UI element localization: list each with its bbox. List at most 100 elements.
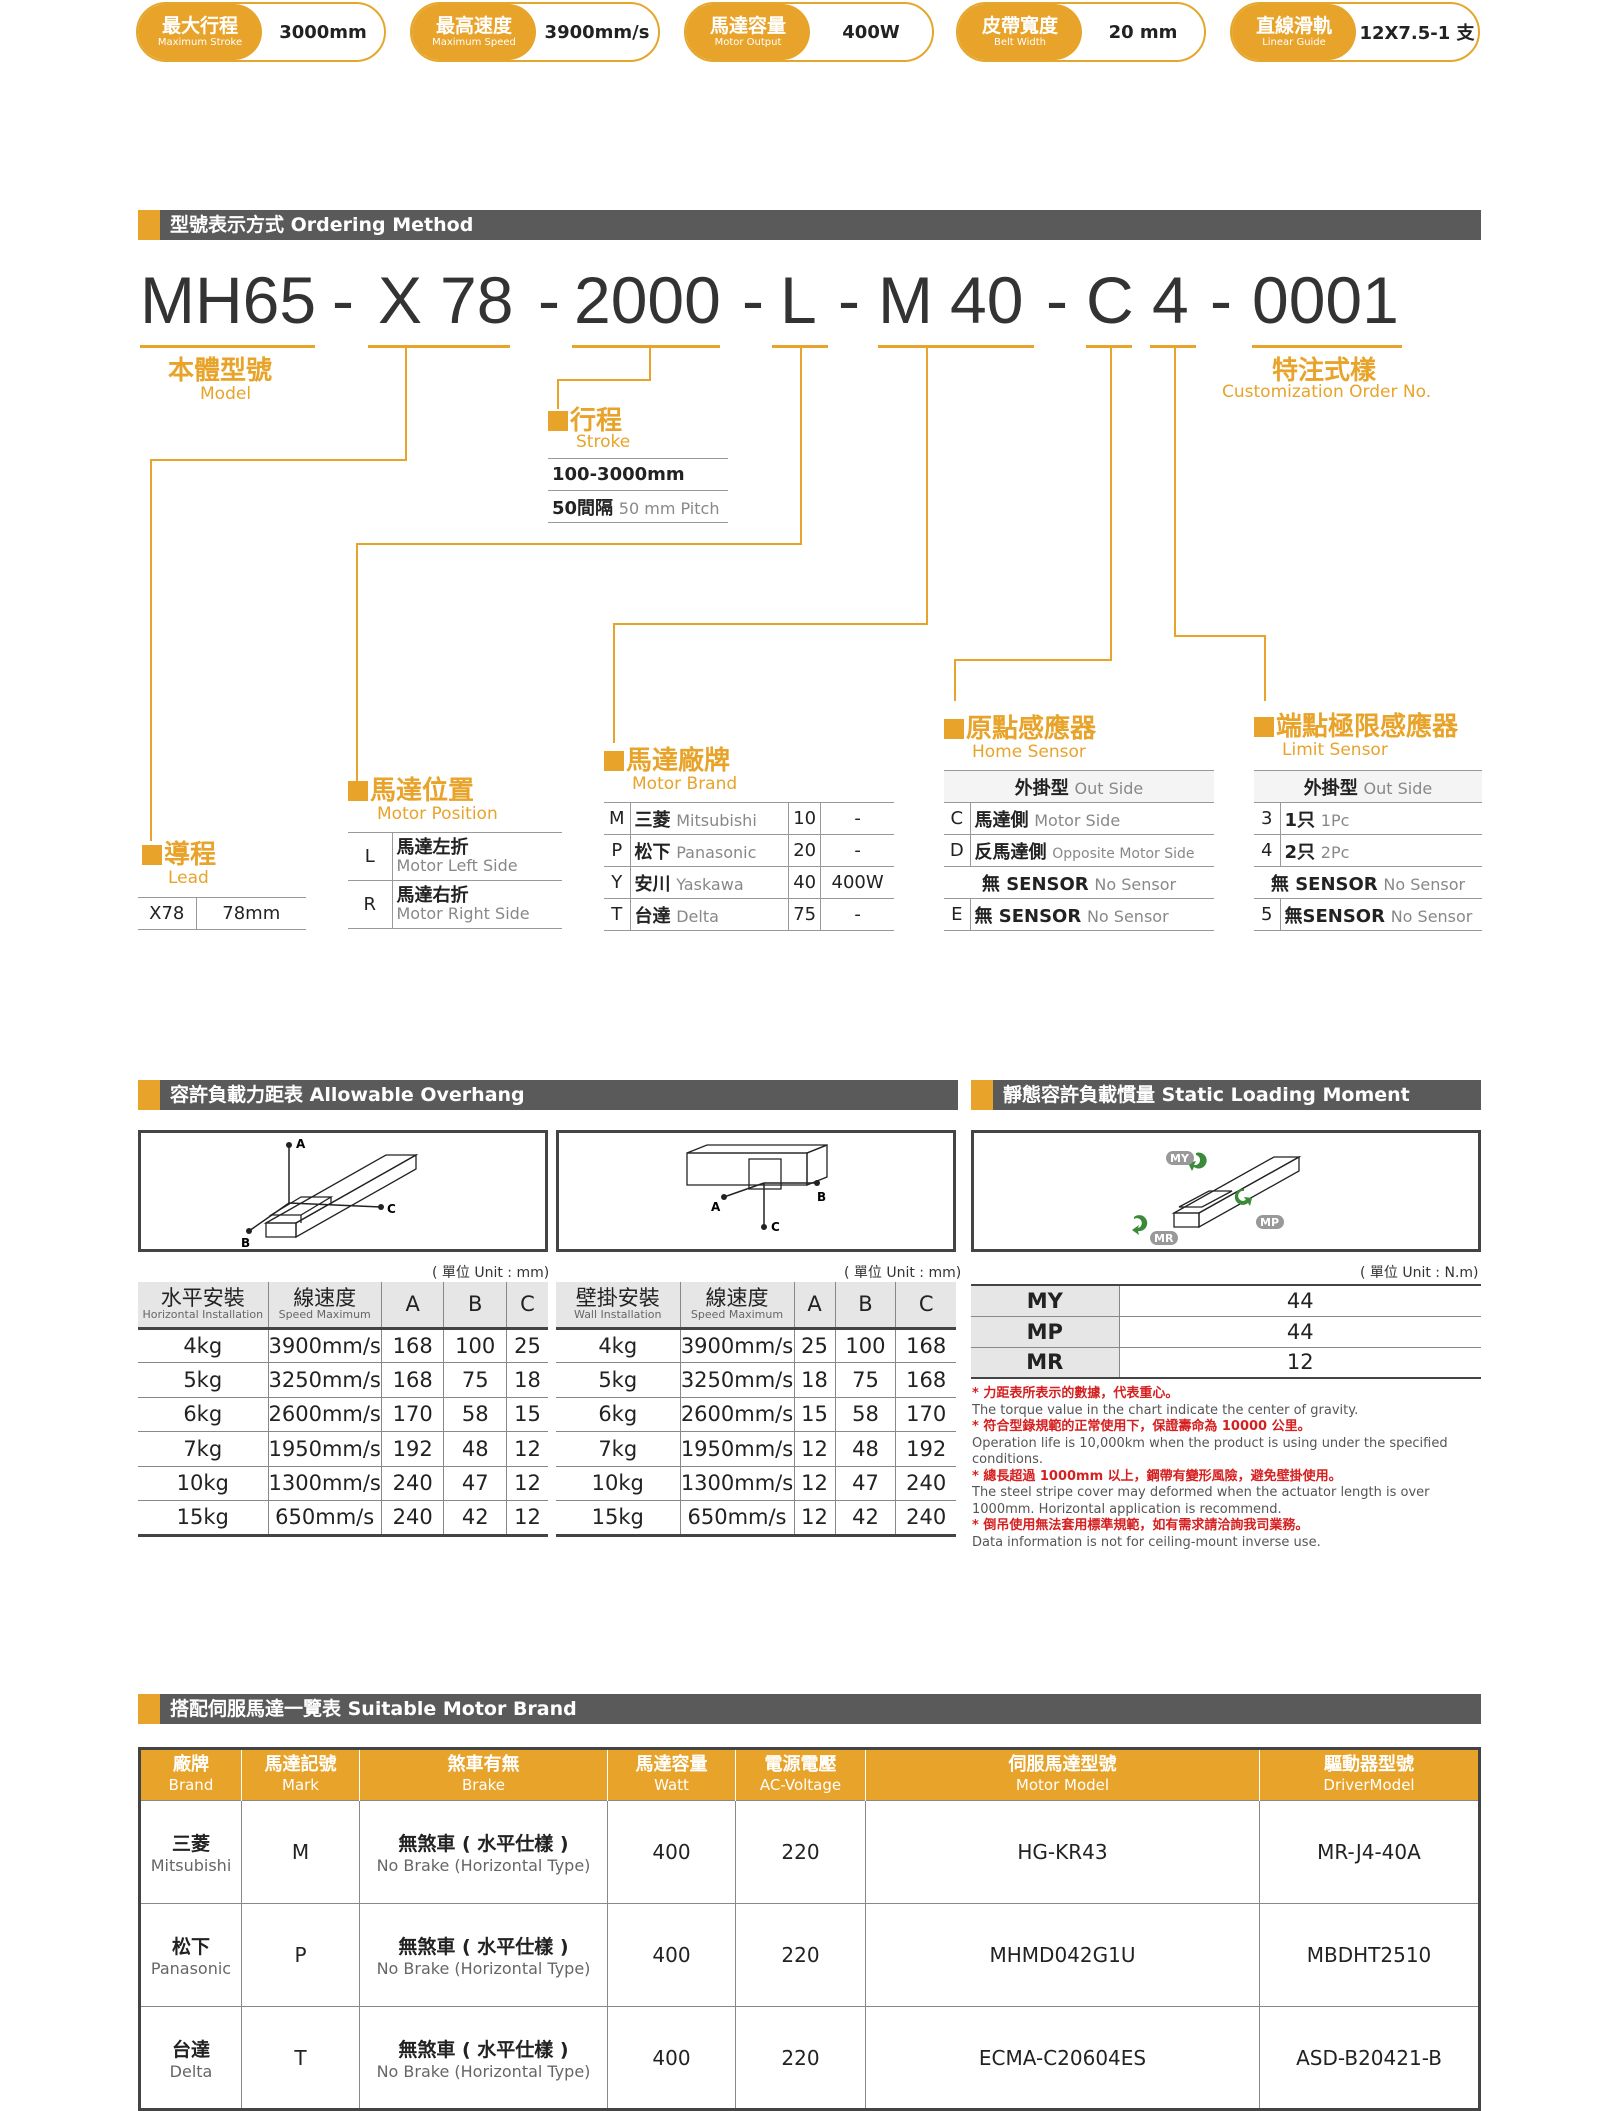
code-part: - [742,263,764,337]
horizontal-overhang-diagram: A B C [138,1130,548,1252]
code-part: - [1210,263,1232,337]
moment-label-my: MY [1170,1152,1190,1165]
underline-brand [878,345,1034,348]
limit-sensor-title: 端點極限感應器 [1254,706,1458,743]
underline-model [140,345,315,348]
square-icon [348,781,368,801]
wall-overhang-diagram: A B C [556,1130,956,1252]
unit-label: ( 單位 Unit : N.m) [1360,1265,1479,1281]
stroke-subtitle: Stroke [576,432,631,452]
axis-label-c: C [771,1220,780,1234]
square-icon [142,845,162,865]
lead-title: 導程 [142,834,216,871]
code-part: - [538,263,560,337]
home-sensor-title: 原點感應器 [944,708,1096,745]
underline-home [1086,345,1132,348]
limit-sensor-subtitle: Limit Sensor [1282,740,1388,760]
moment-label-mp: MP [1260,1216,1279,1229]
model-subtitle: Model [200,384,252,404]
square-icon [944,719,964,739]
code-part: C [1086,263,1134,337]
axis-label-a: A [296,1137,306,1151]
underline-limit [1150,345,1196,348]
actuator-moment-drawing: MY MP MR [1132,1151,1302,1245]
position-title: 馬達位置 [348,770,474,807]
limit-sensor-row: 無 SENSOR No Sensor [1254,866,1482,899]
axis-label-a: A [711,1200,721,1214]
code-part: 4 [1152,263,1189,337]
axis-label-b: B [817,1190,826,1204]
code-part: X [378,263,423,337]
square-icon [604,751,624,771]
home-sensor-subtitle: Home Sensor [972,742,1086,762]
code-part: 40 [950,263,1024,337]
code-part: M [878,263,933,337]
brand-subtitle: Motor Brand [632,774,738,794]
axis-label-c: C [387,1202,396,1216]
code-part: - [332,263,354,337]
section-bar-ordering: 型號表示方式 Ordering Method [138,210,1481,240]
code-part: 2000 [574,263,721,337]
brand-title: 馬達廠牌 [604,740,730,777]
spec-value: 400W [842,21,900,43]
section-bar-motors: 搭配伺服馬達一覽表 Suitable Motor Brand [138,1694,1481,1724]
code-part: 0001 [1252,263,1399,337]
code-part: MH65 [140,263,317,337]
unit-label: ( 單位 Unit : mm) [432,1265,550,1281]
square-icon [548,411,568,431]
stroke-table: 100-3000mm 50間隔 50 mm Pitch [548,458,728,523]
spec-value: 12X7.5-1 支 [1359,23,1475,44]
moment-label-mr: MR [1154,1232,1174,1245]
unit-label: ( 單位 Unit : mm) [844,1265,962,1281]
model-title: 本體型號 [168,356,273,386]
spec-value: 3000mm [279,21,367,43]
spec-value: 20 mm [1108,21,1178,43]
section-bar-overhang: 容許負載力距表 Allowable Overhang [138,1080,958,1110]
moment-diagram: MY MP MR [971,1130,1481,1252]
section-bar-moment: 靜態容許負載慣量 Static Loading Moment [971,1080,1481,1110]
code-part: 78 [440,263,514,337]
underline-custom [1252,345,1402,348]
square-icon [1254,717,1274,737]
actuator-horizontal-drawing: A B C [241,1137,419,1250]
axis-label-b: B [241,1236,250,1249]
home-sensor-row: 無 SENSOR No Sensor [944,866,1214,899]
